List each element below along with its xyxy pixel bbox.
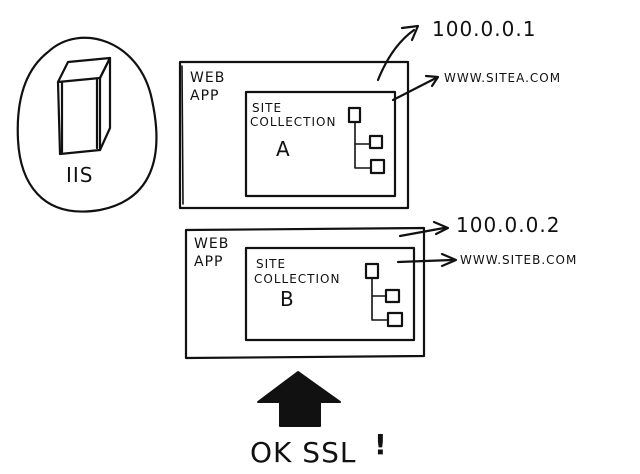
server-label: IIS [66,163,94,187]
web-app-a: WEB APP SITE COLLECTION A 100.0.0.1 WWW.… [178,17,561,210]
site-tree-a-icon [347,106,386,175]
site-collection-a-line2: COLLECTION [250,115,336,129]
web-app-b-frame [184,226,426,360]
web-app-a-label-line1: WEB [190,70,225,86]
site-collection-b-frame [244,246,416,342]
web-app-b-label-line2: APP [194,254,223,270]
footer-caption: OK SSL [250,436,356,469]
iis-server-group: IIS [16,36,158,213]
site-collection-a-letter: A [276,137,291,161]
url-b: WWW.SITEB.COM [460,253,577,267]
url-arrow-a [391,76,438,102]
url-a: WWW.SITEA.COM [444,71,561,85]
footer-exclamation: ! [374,428,388,461]
web-app-b-label-line1: WEB [194,236,229,252]
site-collection-b-line2: COLLECTION [254,272,340,286]
web-app-a-frame [178,60,410,210]
url-arrow-b [396,258,454,264]
site-collection-a-frame [244,90,397,198]
site-collection-a-line1: SITE [252,101,282,115]
site-tree-b-icon [364,262,404,328]
ip-arrow-b [398,226,446,238]
ip-address-b: 100.0.0.2 [456,213,560,237]
web-app-a-label-line2: APP [190,88,219,104]
up-arrow-icon [257,371,341,427]
server-bubble [16,36,158,213]
ip-address-a: 100.0.0.1 [432,17,536,41]
site-collection-b-letter: B [280,287,295,311]
footer-caption-group: OK SSL ! [250,428,388,469]
server-box-icon [56,56,112,156]
site-collection-b-line1: SITE [256,257,286,271]
web-app-b: WEB APP SITE COLLECTION B 100.0.0.2 WWW.… [184,213,577,360]
ip-arrow-a [376,28,416,82]
